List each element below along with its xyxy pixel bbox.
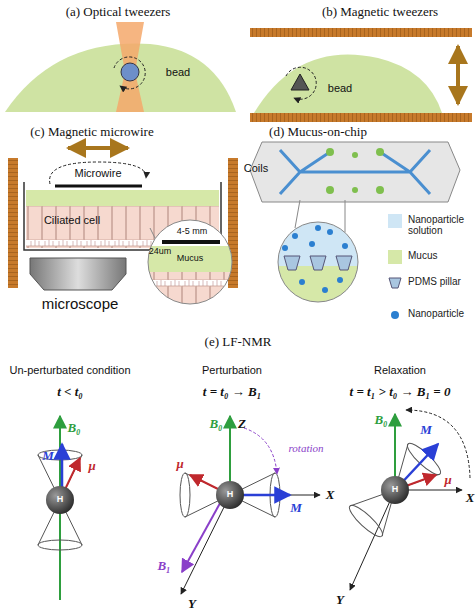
proton-label: H — [392, 485, 399, 495]
legend-item: Nanoparticle — [388, 308, 472, 319]
part-label: microscope — [42, 296, 119, 313]
part-label: bead — [166, 66, 190, 78]
panel-title: (e) LF-NMR — [205, 335, 272, 349]
vector-label: μ — [88, 459, 95, 473]
objective — [30, 258, 126, 290]
nmr-relaxation — [346, 410, 470, 590]
panel-title: (b) Magnetic tweezers — [322, 5, 438, 19]
legend-text: Mucus — [408, 250, 472, 261]
legend-symbol — [388, 308, 402, 322]
coil — [8, 158, 18, 288]
legend-swatch — [388, 250, 402, 264]
proton-label: H — [227, 490, 234, 500]
coil — [250, 28, 472, 37]
axis-label: Z — [238, 417, 246, 431]
rotation-arrow — [50, 162, 147, 184]
legend-item: PDMS pillar — [388, 276, 472, 287]
magnetic-bead — [291, 74, 309, 90]
axis-label: X — [326, 488, 335, 502]
panel-title: (c) Magnetic microwire — [30, 125, 153, 139]
legend-text: PDMS pillar — [408, 276, 472, 287]
panel-title: (d) Mucus-on-chip — [269, 125, 367, 139]
legend-item: Nanoparticle solution — [388, 214, 472, 236]
condition-title: Relaxation — [374, 364, 426, 376]
field-arrow — [68, 146, 128, 150]
part-label: Ciliated cell — [44, 214, 100, 226]
mucus-spots — [326, 148, 384, 194]
vector-label: B₀ — [67, 421, 80, 435]
dimension: 24um — [149, 247, 172, 257]
coil — [250, 113, 472, 122]
part-label: Microwire — [74, 167, 121, 179]
rotation-arrow — [114, 57, 145, 89]
laser-beam — [116, 22, 144, 112]
time-equation: t = t₀ → B₁ — [203, 385, 261, 399]
rotation-arrow — [286, 67, 316, 99]
zoom-circle — [278, 222, 358, 302]
pillar-symbol — [389, 278, 401, 288]
zoom-line — [295, 200, 300, 228]
particle-symbol — [391, 311, 399, 319]
legend-text: Nanoparticle — [408, 308, 472, 319]
vector-label: B₀ — [209, 417, 222, 431]
time-equation: t = t₁ > t₀ → B₁ = 0 — [350, 385, 451, 399]
vector-label: M — [290, 501, 302, 515]
dimension: 4-5 mm — [177, 227, 208, 237]
proton-label: H — [57, 495, 64, 505]
axis-label: Y — [188, 597, 196, 611]
legend-text: Nanoparticle solution — [408, 214, 472, 236]
axis-label: Y — [336, 593, 344, 607]
part-label: Coils — [244, 162, 268, 174]
channels — [280, 150, 430, 194]
vector-label: B₁ — [157, 559, 170, 573]
chip — [250, 142, 460, 202]
zoom-view — [270, 218, 370, 318]
legend-swatch — [388, 214, 402, 228]
legend-item: Mucus — [388, 250, 472, 261]
zoom-line — [345, 200, 346, 232]
vector-label: B₀ — [374, 413, 387, 427]
condition-title: Perturbation — [202, 364, 262, 376]
field-arrow — [456, 46, 460, 104]
nmr-unperturbed — [38, 416, 82, 600]
time-equation: t < t₀ — [57, 385, 83, 399]
sample-mound — [254, 54, 442, 113]
condition-title: Un-perturbated condition — [9, 364, 130, 376]
ciliated-cells — [26, 206, 219, 248]
panel-title: (a) Optical tweezers — [66, 5, 171, 19]
vector-label: μ — [444, 473, 451, 487]
vector-label: M — [42, 449, 54, 463]
bead — [121, 63, 139, 81]
zoom-circle — [148, 220, 232, 304]
part-label: Mucus — [177, 254, 204, 264]
vector-label: M — [420, 423, 432, 437]
zoom-view — [140, 218, 240, 318]
axis-label: X — [466, 491, 475, 505]
rotation-label: rotation — [288, 442, 323, 454]
legend-symbol — [388, 276, 402, 290]
vector-label: μ — [176, 457, 183, 471]
mucus-layer — [26, 190, 219, 206]
part-label: bead — [328, 82, 352, 94]
microwire — [55, 185, 142, 188]
